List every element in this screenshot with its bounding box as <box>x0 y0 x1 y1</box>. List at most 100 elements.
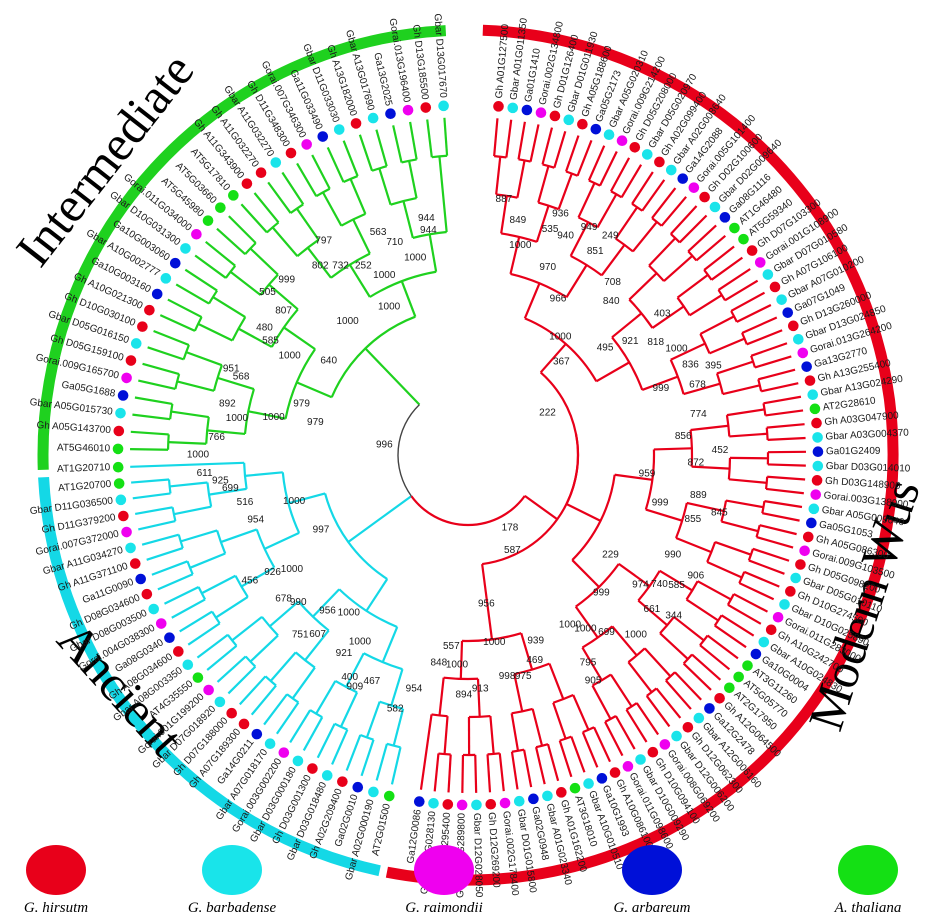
branch-radial <box>360 739 375 777</box>
branch-radial <box>670 205 698 235</box>
support-value: 611 <box>197 468 213 479</box>
branch-arc <box>669 359 685 395</box>
leaf-dot <box>130 338 142 349</box>
branch-arc <box>687 250 698 262</box>
leaf-dot <box>270 157 282 168</box>
leaf-label: Gbar A03G004370 <box>825 427 909 442</box>
branch-radial <box>153 330 190 346</box>
support-value: 954 <box>247 515 264 526</box>
branch-arc <box>264 675 277 687</box>
branch-radial <box>531 708 544 746</box>
leaf-dot <box>779 599 790 610</box>
branch-radial <box>741 316 778 334</box>
branch-radial <box>352 218 371 255</box>
branch-radial <box>600 244 626 276</box>
branch-radial <box>138 379 176 390</box>
branch-radial <box>159 314 196 332</box>
branch-arc <box>270 308 299 348</box>
leaf-dot <box>528 793 539 805</box>
branch-radial <box>281 171 305 205</box>
branch-arc <box>205 416 210 444</box>
branch-radial <box>618 562 651 588</box>
branch-radial <box>447 754 452 793</box>
leaf-label: Ga05G1688 <box>61 380 117 400</box>
branch-arc <box>578 216 599 229</box>
support-value: 582 <box>387 703 404 714</box>
support-value: 944 <box>420 225 437 236</box>
support-value: 1000 <box>338 608 361 619</box>
legend-swatch <box>202 845 262 895</box>
branch-arc <box>330 252 371 279</box>
support-value: 1000 <box>262 412 285 423</box>
support-value: 222 <box>539 407 556 418</box>
leaf-dot <box>115 407 126 419</box>
support-value: 505 <box>259 287 276 298</box>
branch-radial <box>500 195 508 234</box>
branch-radial <box>685 598 719 622</box>
branch-arc <box>315 187 331 198</box>
leaf-dot <box>226 707 237 719</box>
support-value: 710 <box>386 237 403 248</box>
leaf-dot <box>671 730 682 742</box>
branch-radial <box>730 291 766 312</box>
branch-arc <box>570 254 603 277</box>
leaf-dot <box>141 588 153 600</box>
leaf-dot <box>307 763 318 774</box>
support-value: 818 <box>647 337 664 348</box>
branch-radial <box>433 753 440 792</box>
leaf-label: AT1G20710 <box>57 462 111 475</box>
branch-radial <box>244 471 283 477</box>
support-value: 1000 <box>625 630 648 641</box>
branch-radial <box>349 178 367 215</box>
branch-radial <box>375 743 388 781</box>
branch-radial <box>736 304 772 323</box>
leaf-dot <box>493 101 504 112</box>
support-value: 921 <box>336 648 353 659</box>
branch-radial <box>522 749 533 788</box>
leaf-dot <box>129 558 141 569</box>
leaf-label: AT2G28610 <box>822 395 877 413</box>
branch-radial <box>687 224 717 253</box>
leaf-dot <box>812 460 824 472</box>
branch-radial <box>523 282 541 319</box>
branch-radial <box>653 447 692 451</box>
support-value: 889 <box>690 490 707 501</box>
branch-radial <box>529 124 540 162</box>
branch-radial <box>682 662 712 691</box>
support-value: 990 <box>665 550 682 561</box>
support-value: 975 <box>515 671 532 682</box>
branch-radial <box>217 376 255 391</box>
branch-radial <box>553 130 567 169</box>
support-value: 732 <box>332 261 349 272</box>
leaf-dot <box>160 273 172 284</box>
leaf-dot <box>333 124 345 135</box>
branch-radial <box>599 151 618 187</box>
branch-radial <box>675 536 712 554</box>
support-value: 587 <box>504 545 521 556</box>
branch-radial <box>627 661 653 693</box>
branch-arc <box>591 673 612 687</box>
leaf-dot <box>603 129 615 140</box>
branch-radial <box>132 492 171 500</box>
support-value: 926 <box>264 567 281 578</box>
clade-arc-intermediate <box>37 25 447 471</box>
branch-radial <box>651 187 677 219</box>
support-value: 1000 <box>483 637 506 648</box>
branch-radial <box>342 140 359 177</box>
support-value: 585 <box>668 580 685 591</box>
support-value: 516 <box>237 497 254 508</box>
leaf-dot <box>485 798 497 810</box>
branch-radial <box>596 193 618 228</box>
branch-radial <box>345 734 362 771</box>
branch-radial <box>486 754 492 793</box>
branch-radial <box>691 465 730 470</box>
branch-radial <box>189 552 226 569</box>
branch-radial <box>206 644 238 671</box>
branch-radial <box>196 633 229 659</box>
branch-radial <box>271 226 299 257</box>
branch-radial <box>614 473 653 481</box>
leaf-dot <box>629 142 641 153</box>
support-value: 951 <box>223 363 240 374</box>
leaf-dot <box>112 461 124 473</box>
